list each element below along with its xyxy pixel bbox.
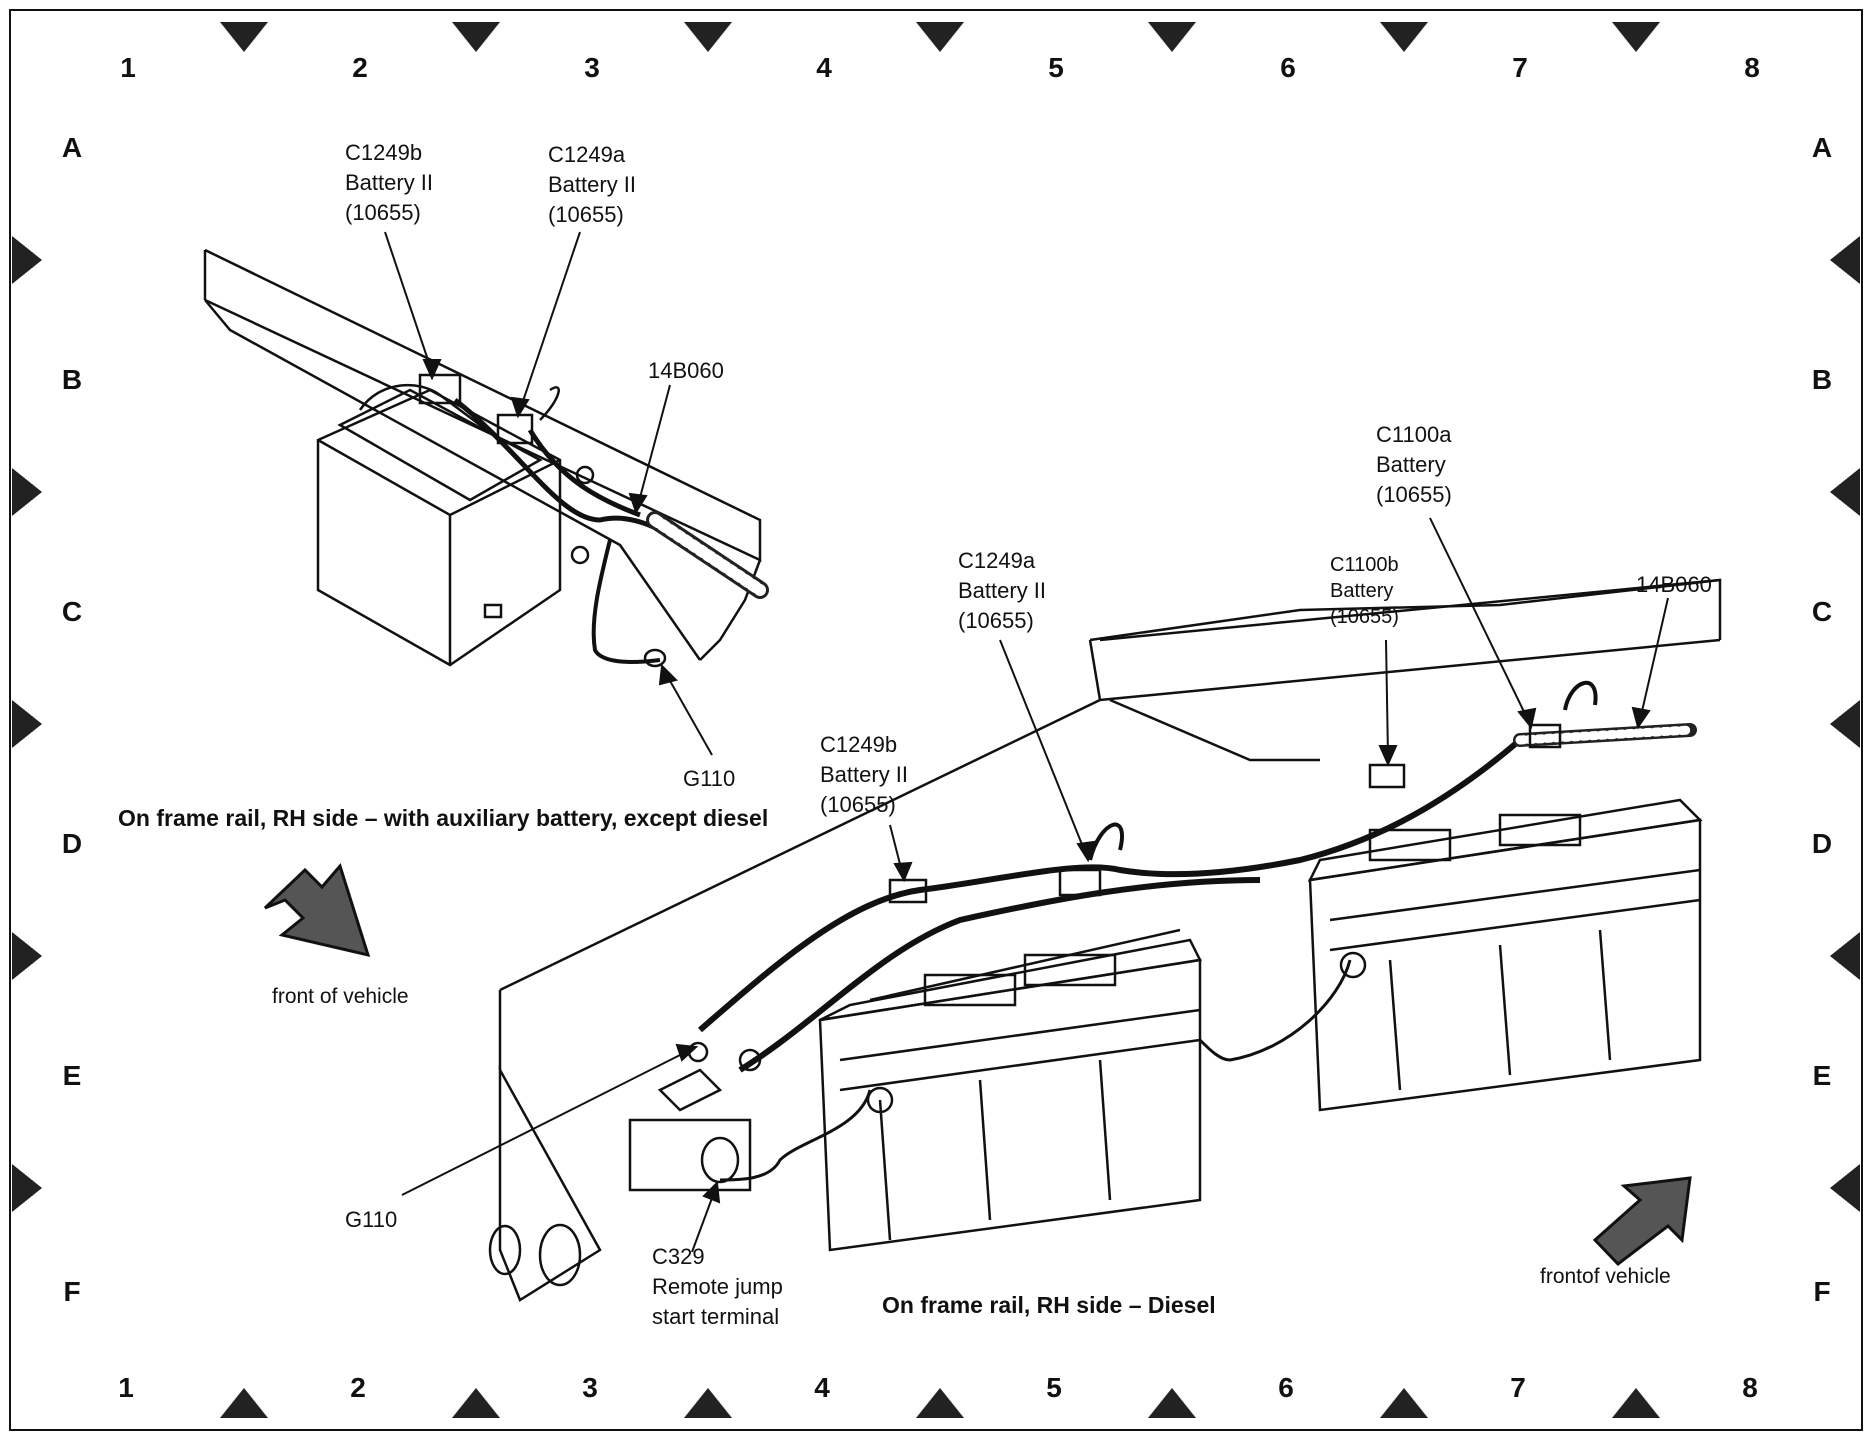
bottom-c1249a-connector	[1058, 868, 1102, 897]
top-view-illustration	[203, 248, 769, 668]
top-c1249b-connector	[418, 373, 462, 405]
bottom-c1100b-connector	[1368, 763, 1406, 789]
bottom-c1249b-connector	[888, 878, 928, 904]
top-leaders	[384, 231, 713, 756]
bottom-view-illustration	[488, 578, 1722, 1302]
grid-markers	[12, 22, 1860, 1418]
bottom-14b060-harness	[698, 737, 1522, 1033]
bottom-c329-boot	[657, 1068, 723, 1112]
top-front-arrow	[263, 862, 371, 958]
bottom-c1100a-connector	[1528, 723, 1562, 749]
bottom-frame-bracket	[498, 1065, 602, 1302]
bottom-leaders	[401, 517, 1669, 1253]
outer-frame	[9, 9, 1863, 1431]
bottom-front-arrow	[1592, 1176, 1692, 1267]
bottom-c329-terminal	[700, 1136, 740, 1184]
top-g110-terminal	[643, 648, 667, 668]
